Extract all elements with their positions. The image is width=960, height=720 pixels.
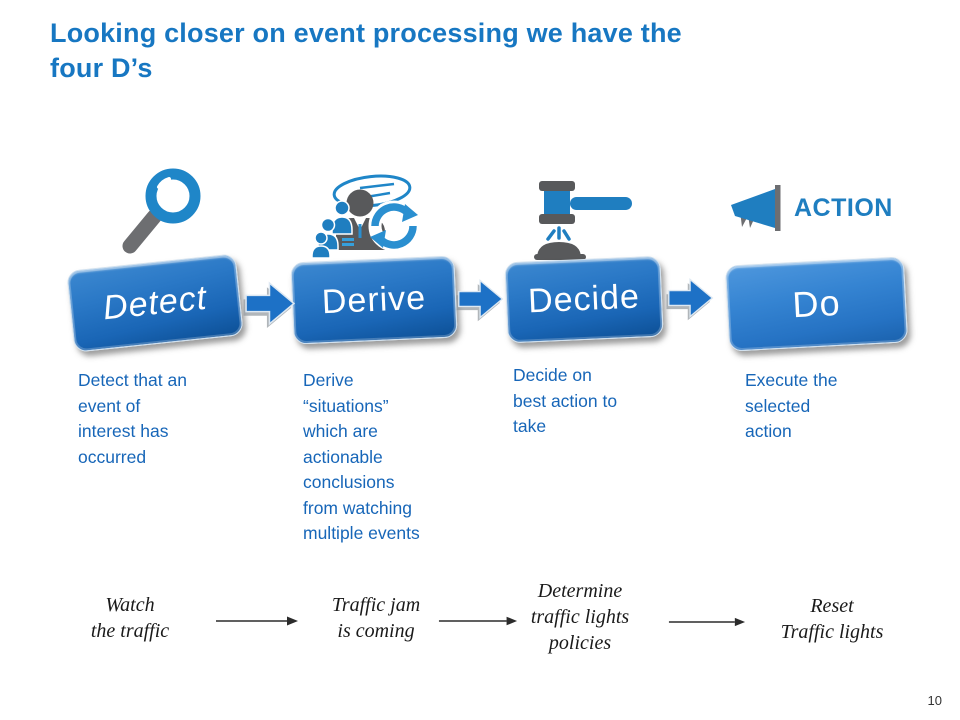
flow-arrow-svg bbox=[666, 277, 714, 321]
megaphone-icon-svg bbox=[731, 185, 781, 231]
gavel-icon-svg bbox=[534, 181, 632, 260]
example-arrow-icon bbox=[215, 614, 299, 628]
flow-arrow-icon bbox=[666, 273, 716, 323]
do-description: Execute the selected action bbox=[745, 370, 838, 441]
example-traffic-jam: Traffic jam is coming bbox=[331, 594, 421, 642]
flow-arrow-icon bbox=[243, 276, 298, 331]
flow-arrow-icon bbox=[456, 274, 506, 324]
example-arrow-svg bbox=[438, 616, 518, 626]
derive-button[interactable]: Derive bbox=[290, 255, 458, 345]
slide-title: Looking closer on event processing we ha… bbox=[50, 18, 682, 83]
example-arrow-svg bbox=[216, 616, 298, 626]
example-reset-lights: Reset Traffic lights bbox=[780, 595, 884, 643]
magnifier-icon bbox=[116, 160, 234, 262]
gavel-icon bbox=[533, 178, 641, 262]
detect-description: Detect that an event of interest has occ… bbox=[78, 370, 187, 467]
megaphone-action-label: ACTION bbox=[794, 194, 893, 222]
decide-button[interactable]: Decide bbox=[504, 255, 664, 344]
example-arrow-icon bbox=[668, 615, 746, 629]
people-conversation-refresh-icon-svg bbox=[311, 174, 420, 259]
flow-arrow-svg bbox=[243, 281, 296, 328]
example-arrow-svg bbox=[668, 617, 746, 627]
decide-description: Decide on best action to take bbox=[513, 365, 618, 436]
do-button[interactable]: Do bbox=[724, 256, 909, 352]
people-conversation-refresh-icon bbox=[302, 168, 442, 260]
megaphone-icon bbox=[728, 184, 792, 236]
detect-button[interactable]: Detect bbox=[66, 253, 244, 353]
derive-description: Derive “situations” which are actionable… bbox=[303, 370, 420, 543]
page-number: 10 bbox=[927, 693, 942, 708]
example-determine-policies: Determine traffic lights policies bbox=[530, 580, 630, 654]
magnifier-icon-svg bbox=[122, 168, 201, 254]
example-arrow-icon bbox=[438, 614, 518, 628]
example-watch-traffic: Watch the traffic bbox=[90, 594, 170, 642]
flow-arrow-svg bbox=[456, 278, 504, 322]
